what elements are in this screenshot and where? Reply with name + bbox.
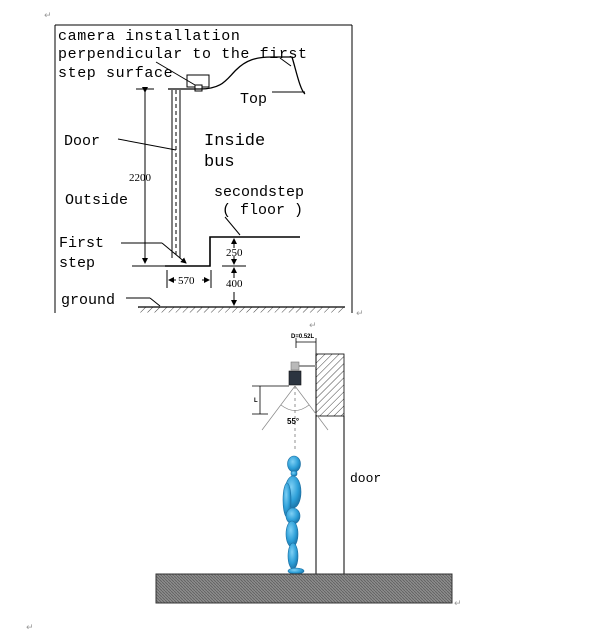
dim-570-label: 570	[178, 275, 195, 287]
wall-hatch	[315, 353, 345, 417]
door-label-bottom: door	[350, 471, 381, 486]
step-profile	[165, 236, 300, 267]
top-label: Top	[240, 91, 267, 108]
door-label: Door	[64, 133, 100, 150]
second-step-label-line-2: ( floor )	[222, 202, 303, 219]
camera-lens	[194, 84, 203, 92]
bus-step-diagram: camera installation perpendicular to the…	[54, 24, 353, 313]
paragraph-mark: ↵	[356, 309, 364, 319]
first-step-leader-2	[161, 242, 187, 264]
floor-leader	[224, 216, 241, 236]
camera-bracket	[290, 361, 300, 371]
dim-400-label: 400	[226, 278, 243, 290]
fov-left	[261, 385, 296, 431]
angle-label: 55°	[287, 417, 299, 426]
ground-leader-2	[149, 297, 161, 307]
camera-body	[288, 370, 302, 386]
caption-line-1: camera installation	[58, 28, 240, 45]
first-step-label-line-1: First	[59, 235, 104, 252]
second-step-label-line-1: secondstep	[214, 184, 304, 201]
fov-right	[294, 385, 329, 431]
person-neck	[290, 470, 298, 477]
dim-2200-label: 2200	[129, 172, 152, 184]
dim-250-label: 250	[226, 247, 243, 259]
first-leader	[279, 57, 292, 67]
ground-hatch	[138, 307, 345, 313]
ceiling-camera-diagram: door D=0.52L L 55°	[155, 334, 453, 604]
floor-block	[155, 573, 453, 604]
bus-top-curve	[168, 56, 306, 95]
l-dim-label: L	[254, 398, 258, 404]
caption-line-2: perpendicular to the first	[58, 46, 308, 63]
fov-arc	[280, 404, 310, 411]
paragraph-mark: ↵	[26, 623, 34, 633]
paragraph-mark: ↵	[309, 321, 317, 331]
paragraph-mark: ↵	[44, 11, 52, 21]
inside-label-line-1: Inside	[204, 132, 265, 151]
person-foot	[287, 567, 305, 575]
caption-leader	[155, 61, 196, 86]
outside-label: Outside	[65, 192, 128, 209]
paragraph-mark: ↵	[454, 599, 462, 609]
offset-dim-label: D=0.52L	[291, 334, 315, 340]
person-shin	[287, 542, 299, 570]
door-leader	[117, 138, 177, 151]
inside-label-line-2: bus	[204, 153, 235, 172]
person-figure	[282, 455, 305, 575]
ground-label: ground	[61, 292, 115, 309]
person-head	[287, 455, 301, 473]
caption-line-3: step surface	[58, 65, 173, 82]
first-step-label-line-2: step	[59, 255, 95, 272]
